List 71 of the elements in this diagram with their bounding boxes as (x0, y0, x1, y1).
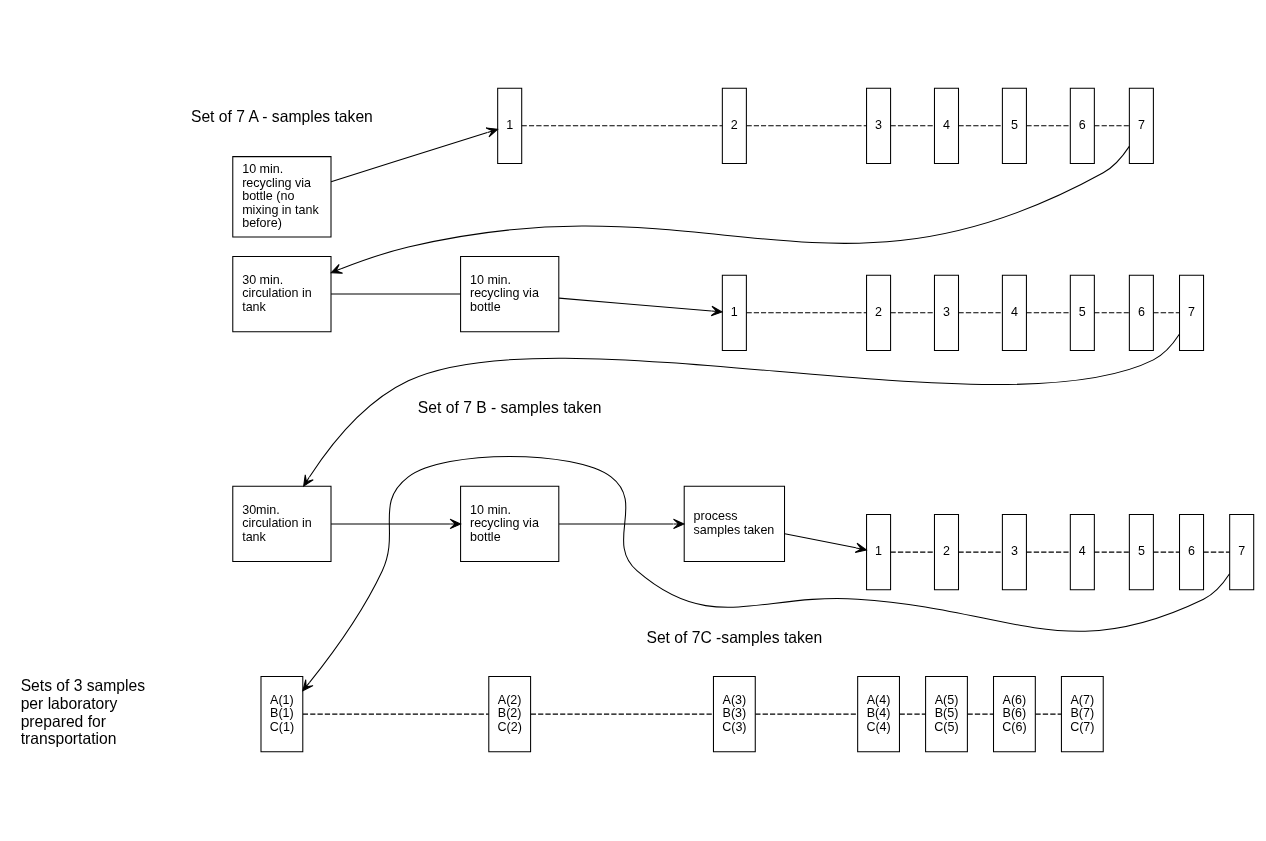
connector (521, 124, 723, 126)
node-box: 1 (866, 513, 892, 590)
node-box: A(3) B(3) C(3) (712, 675, 756, 752)
node-box: 3 (1001, 513, 1027, 590)
connector (746, 124, 867, 126)
connector (958, 311, 1003, 313)
node-box: 1 (721, 274, 747, 351)
connector (958, 551, 1003, 553)
node-box: 3 (933, 274, 960, 351)
connector (1026, 311, 1071, 313)
connector (958, 124, 1003, 126)
node-box: 5 (1069, 274, 1095, 351)
connector (967, 713, 994, 715)
arrow (330, 126, 499, 182)
connector (1026, 551, 1071, 553)
connector (1153, 311, 1180, 313)
connector (1093, 551, 1130, 553)
connector (1026, 124, 1071, 126)
node-box: 7 (1179, 274, 1205, 351)
node-box: 4 (1069, 513, 1095, 590)
arrow (302, 455, 1231, 691)
node-box: 7 (1128, 87, 1154, 164)
node-box: A(2) B(2) C(2) (488, 675, 532, 752)
node-box: 6 (1069, 87, 1095, 164)
connector (1093, 124, 1130, 126)
connector (890, 551, 935, 553)
node-box: 6 (1128, 274, 1154, 351)
connector (754, 713, 859, 715)
node-box: 2 (866, 274, 892, 351)
node-box: 3 (866, 87, 892, 164)
connector (1093, 311, 1130, 313)
connector (746, 311, 867, 313)
connector (1203, 551, 1231, 553)
connector (302, 713, 490, 715)
node-box: 4 (1001, 274, 1027, 351)
connector (1153, 551, 1180, 553)
arrow (558, 518, 685, 529)
node-box: A(7) B(7) C(7) (1060, 675, 1104, 752)
arrow (784, 532, 867, 553)
node-box: 4 (933, 87, 960, 164)
connector (330, 293, 462, 295)
node-box: 5 (1001, 87, 1027, 164)
node-box: 1 (497, 87, 523, 164)
arrow (330, 145, 1130, 274)
node-box: A(4) B(4) C(4) (857, 675, 900, 752)
node-box: 6 (1179, 513, 1205, 590)
arrow (303, 333, 1180, 487)
node-box: 2 (721, 87, 747, 164)
node-box: 2 (933, 513, 960, 590)
node-box: 5 (1128, 513, 1154, 590)
arrow (558, 297, 723, 316)
label: Set of 7C -samples taken (646, 628, 823, 646)
label: Sets of 3 samples per laboratory prepared for transportation (20, 676, 146, 747)
node-box: A(6) B(6) C(6) (993, 675, 1036, 752)
connector (530, 713, 714, 715)
connector (899, 713, 926, 715)
node-box: 10 min. recycling via bottle (460, 485, 560, 562)
node-box: 7 (1229, 513, 1255, 590)
node-box: 30min. circulation in tank (232, 485, 332, 562)
arrow (330, 518, 462, 529)
connector (890, 124, 935, 126)
node-box: process samples taken (683, 485, 786, 562)
node-box: 10 min. recycling via bottle (no mixing in tank before) (232, 155, 332, 238)
node-box: A(5) B(5) C(5) (925, 675, 968, 752)
node-box: 30 min. circulation in tank (232, 255, 332, 332)
node-box: A(1) B(1) C(1) (260, 675, 304, 752)
node-box: 10 min. recycling via bottle (460, 255, 560, 332)
connector (1035, 713, 1062, 715)
label: Set of 7 A - samples taken (190, 107, 373, 125)
label: Set of 7 B - samples taken (417, 398, 602, 416)
connector (890, 311, 935, 313)
